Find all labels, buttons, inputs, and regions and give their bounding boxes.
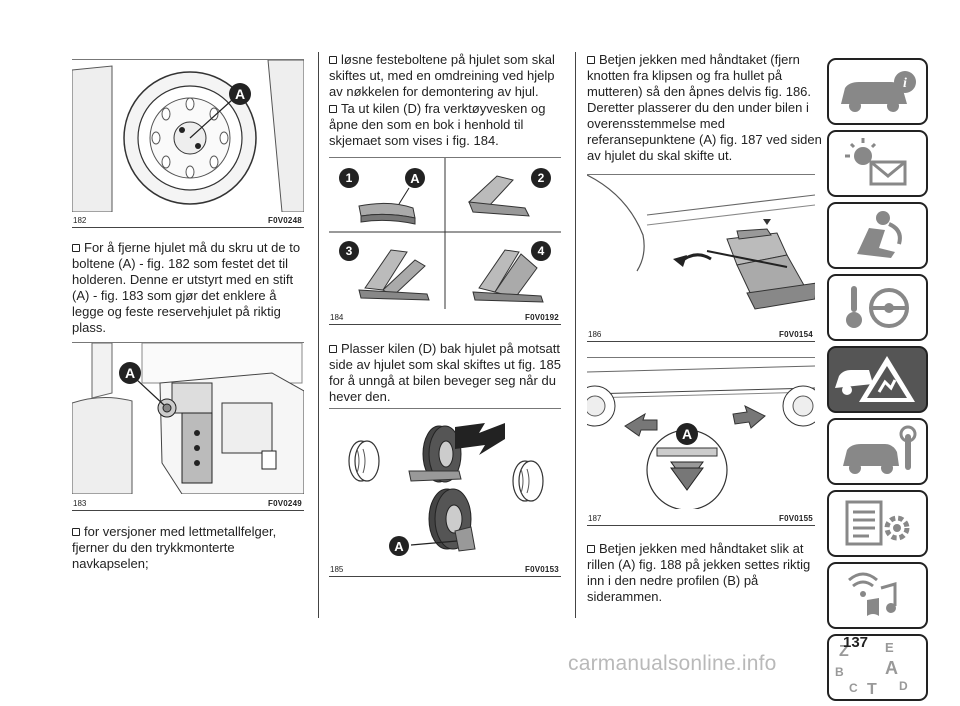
airbag-seat-icon — [857, 211, 902, 258]
technical-data-icon — [845, 500, 910, 546]
chapter-tabs: i — [827, 58, 928, 706]
callout-label: A — [682, 426, 692, 442]
figure-code: F0V0155 — [779, 514, 813, 523]
quadrant-number: 4 — [538, 244, 545, 258]
callout-label: A — [125, 365, 135, 381]
caption-rule — [587, 525, 815, 526]
tab-safety[interactable] — [827, 202, 928, 269]
bullet-box — [587, 545, 595, 553]
emergency-triangle-icon — [835, 356, 915, 402]
bullet-box — [329, 345, 337, 353]
callout-label: A — [394, 539, 404, 554]
caption-rule — [329, 576, 561, 577]
tab-emergency[interactable] — [827, 346, 928, 413]
warning-lights-icon — [845, 138, 907, 186]
tab-warning-lights[interactable] — [827, 130, 928, 197]
paragraph: Betjen jekken med håndtaket (fjern knott… — [587, 52, 822, 163]
column-divider — [575, 52, 576, 618]
top-rule — [329, 157, 561, 158]
steering-key-icon — [846, 286, 909, 328]
figure-number: 182 — [73, 216, 87, 225]
figure-number: 185 — [330, 565, 344, 574]
multimedia-icon — [848, 572, 897, 616]
tab-vehicle-info[interactable]: i — [827, 58, 928, 125]
callout-label: A — [235, 86, 245, 102]
figure-code: F0V0192 — [525, 313, 559, 322]
svg-text:D: D — [899, 679, 908, 693]
bullet-box — [587, 56, 595, 64]
top-rule — [72, 59, 304, 60]
car-info-icon: i — [841, 71, 916, 112]
figure-number: 183 — [73, 499, 87, 508]
svg-text:C: C — [849, 681, 858, 695]
svg-text:A: A — [885, 658, 898, 678]
figure-183-mounting-pin: A — [72, 343, 304, 494]
figure-185-chock-placement: A — [329, 409, 561, 560]
tab-maintenance[interactable] — [827, 418, 928, 485]
quadrant-number: 1 — [346, 171, 353, 185]
top-rule — [587, 174, 815, 175]
svg-text:i: i — [903, 76, 907, 91]
figure-number: 187 — [588, 514, 602, 523]
figure-code: F0V0248 — [268, 216, 302, 225]
paragraph: for versjoner med lettmetallfelger, fjer… — [72, 524, 277, 571]
figure-187-jack-reference-points: A — [587, 358, 815, 509]
paragraph: Plasser kilen (D) bak hjulet på motsatt … — [329, 341, 561, 404]
caption-rule — [72, 227, 304, 228]
watermark: carmanualsonline.info — [568, 652, 777, 675]
bullet-box — [329, 56, 337, 64]
tab-technical-data[interactable] — [827, 490, 928, 557]
tab-starting-driving[interactable] — [827, 274, 928, 341]
paragraph: For å fjerne hjulet må du skru ut de to … — [72, 240, 301, 335]
bullet-box — [72, 528, 80, 536]
figure-code: F0V0153 — [525, 565, 559, 574]
svg-text:T: T — [867, 681, 877, 698]
quadrant-number: 3 — [346, 244, 353, 258]
car-maintenance-icon — [843, 425, 917, 474]
caption-rule — [72, 510, 304, 511]
figure-code: F0V0154 — [779, 330, 813, 339]
svg-text:B: B — [835, 665, 844, 679]
callout-label: A — [410, 171, 420, 186]
top-rule — [587, 357, 815, 358]
figure-code: F0V0249 — [268, 499, 302, 508]
tab-multimedia[interactable] — [827, 562, 928, 629]
column-divider — [318, 52, 319, 618]
svg-text:E: E — [885, 640, 894, 655]
paragraph: Betjen jekken med håndtaket slik at rill… — [587, 541, 811, 604]
quadrant-number: 2 — [538, 171, 545, 185]
paragraph: løsne festeboltene på hjulet som skal sk… — [329, 52, 555, 99]
svg-text:Z: Z — [839, 643, 849, 660]
bullet-box — [329, 105, 337, 113]
figure-number: 184 — [330, 313, 344, 322]
caption-rule — [329, 324, 561, 325]
figure-186-jack-operation — [587, 175, 815, 326]
caption-rule — [587, 341, 815, 342]
top-rule — [329, 408, 561, 409]
figure-184-wheel-chock: 1 A 2 3 4 — [329, 158, 561, 309]
figure-number: 186 — [588, 330, 602, 339]
figure-182-spare-wheel: A — [72, 60, 304, 212]
bullet-box — [72, 244, 80, 252]
page-number: 137 — [843, 634, 869, 651]
paragraph: Ta ut kilen (D) fra verktøyvesken og åpn… — [329, 101, 546, 148]
